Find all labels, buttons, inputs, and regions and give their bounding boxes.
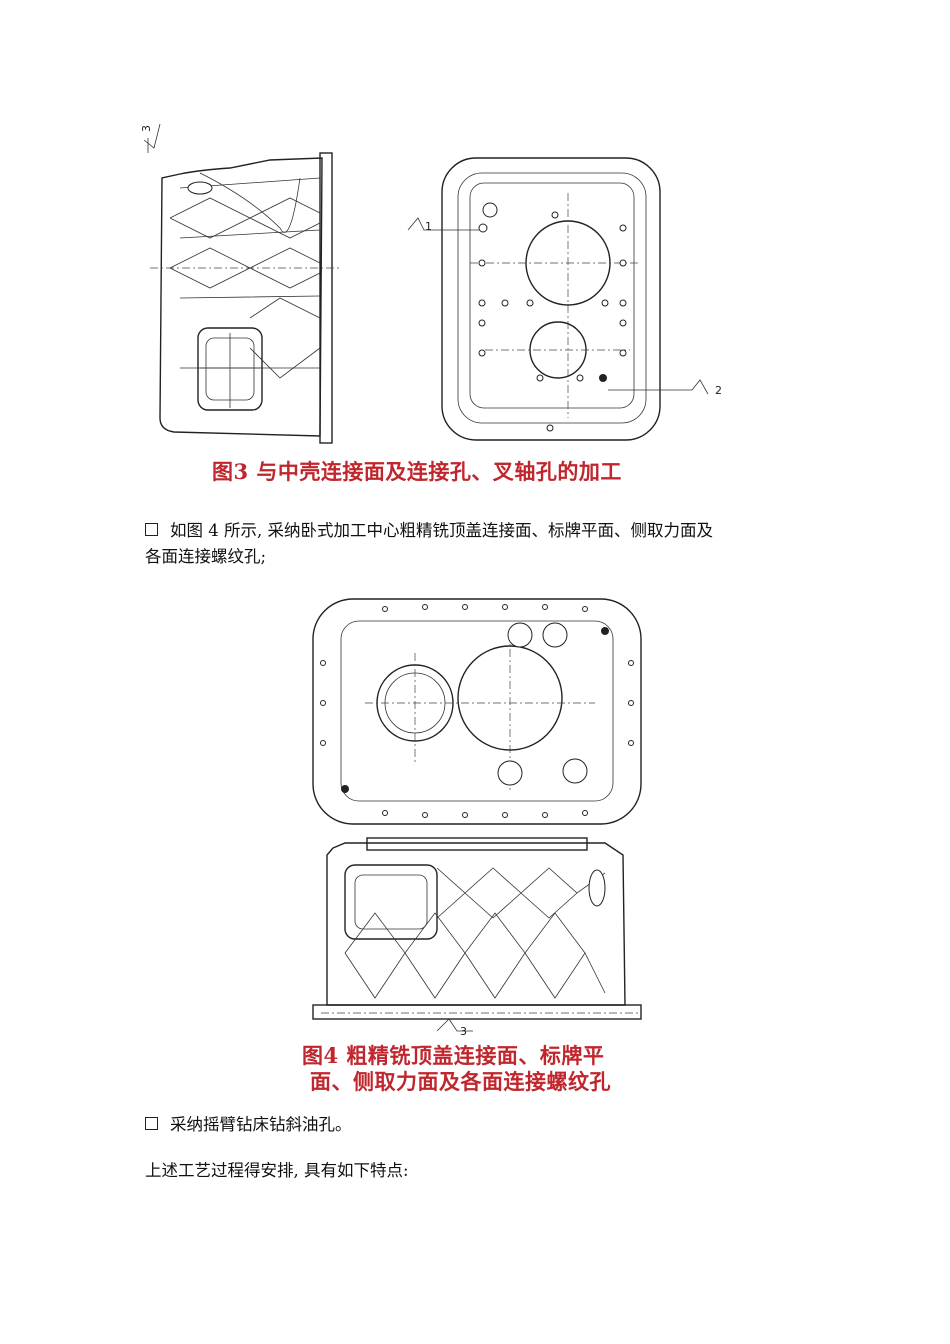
fig3-mark-2: 2 [715,384,722,397]
figure-3-drawing: 3 1 [140,118,740,453]
figure-3-svg: 3 1 [140,123,722,444]
paragraph-3: 上述工艺过程得安排, 具有如下特点: [145,1161,409,1180]
figure-4-caption-line-2: 面、侧取力面及各面连接螺纹孔 [310,1069,611,1094]
fig4-side-view: 3 [312,837,642,1038]
paragraph-1-line-1: 如图 4 所示, 采纳卧式加工中心粗精铣顶盖连接面、标牌平面、侧取力面及 [170,521,713,540]
paragraph-2: 采纳摇臂钻床钻斜油孔。 [145,1112,352,1138]
figure-4-caption-line-1: 图4 粗精铣顶盖连接面、标牌平 [302,1043,605,1068]
paragraph-1: 如图 4 所示, 采纳卧式加工中心粗精铣顶盖连接面、标牌平面、侧取力面及 各面连… [145,518,713,570]
figure-4-svg: 3 [312,598,642,1038]
fig3-bolt-holes [478,211,627,432]
paragraph-1-line-2: 各面连接螺纹孔; [145,547,267,566]
fig4-top-view [312,598,642,825]
fig3-top-view: 1 2 [407,157,722,441]
fig3-mark-1: 1 [425,220,432,233]
figure-4-drawing: 3 [305,593,655,1038]
bullet-checkbox-icon [145,523,158,536]
figure-3-caption: 图3 与中壳连接面及连接孔、叉轴孔的加工 [212,459,622,484]
paragraph-2-text: 采纳摇臂钻床钻斜油孔。 [170,1115,352,1134]
fig3-side-view: 3 [140,123,340,444]
fig4-flange-holes [320,604,634,818]
fig4-mark-3: 3 [460,1025,467,1038]
fig3-mark-3: 3 [140,125,153,132]
bullet-checkbox-icon [145,1117,158,1130]
